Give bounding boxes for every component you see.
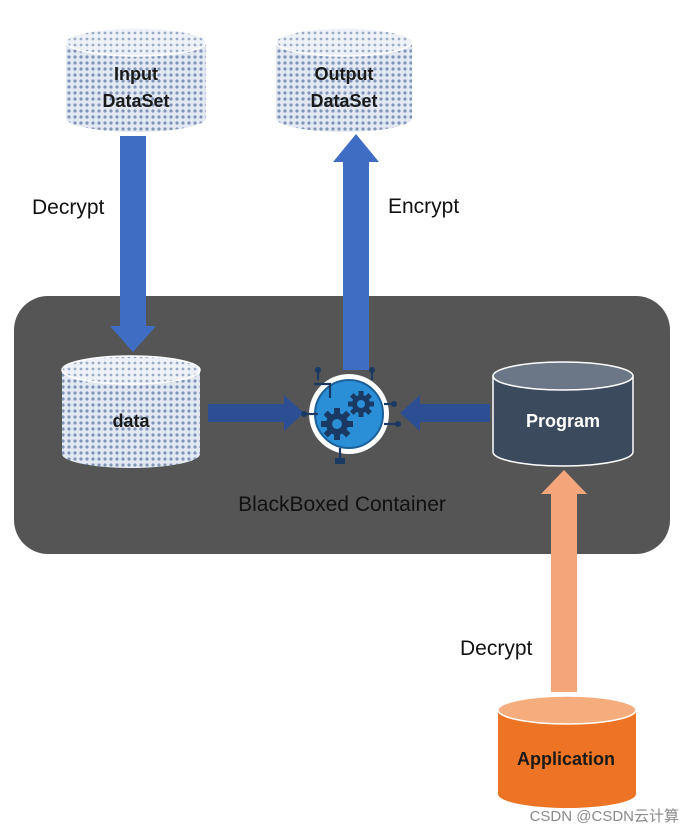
application-cylinder: Application [497,695,637,808]
container-label: BlackBoxed Container [238,493,446,516]
data-to-processor-arrow [208,395,304,431]
output-dataset-label-line1: Output [315,64,374,84]
output-dataset-cylinder: Output DataSet [275,27,413,132]
encrypt-output-arrow [333,134,379,370]
decrypt-input-label: Decrypt [32,196,105,219]
application-label: Application [517,749,615,769]
input-dataset-label-line2: DataSet [102,91,169,111]
data-cylinder: data [61,355,201,468]
decrypt-input-arrow [110,136,156,352]
encrypt-output-label: Encrypt [388,195,459,218]
program-to-processor-arrow [400,395,490,431]
program-label: Program [526,411,600,431]
decrypt-application-label: Decrypt [460,637,533,660]
output-dataset-label-line2: DataSet [310,91,377,111]
gear-processor-icon [301,367,401,464]
watermark: CSDN @CSDN云计算 [530,807,679,825]
input-dataset-label-line1: Input [114,64,158,84]
data-label: data [112,411,150,431]
program-cylinder: Program [492,361,634,467]
input-dataset-cylinder: Input DataSet [65,27,207,132]
decrypt-application-arrow [541,470,587,692]
